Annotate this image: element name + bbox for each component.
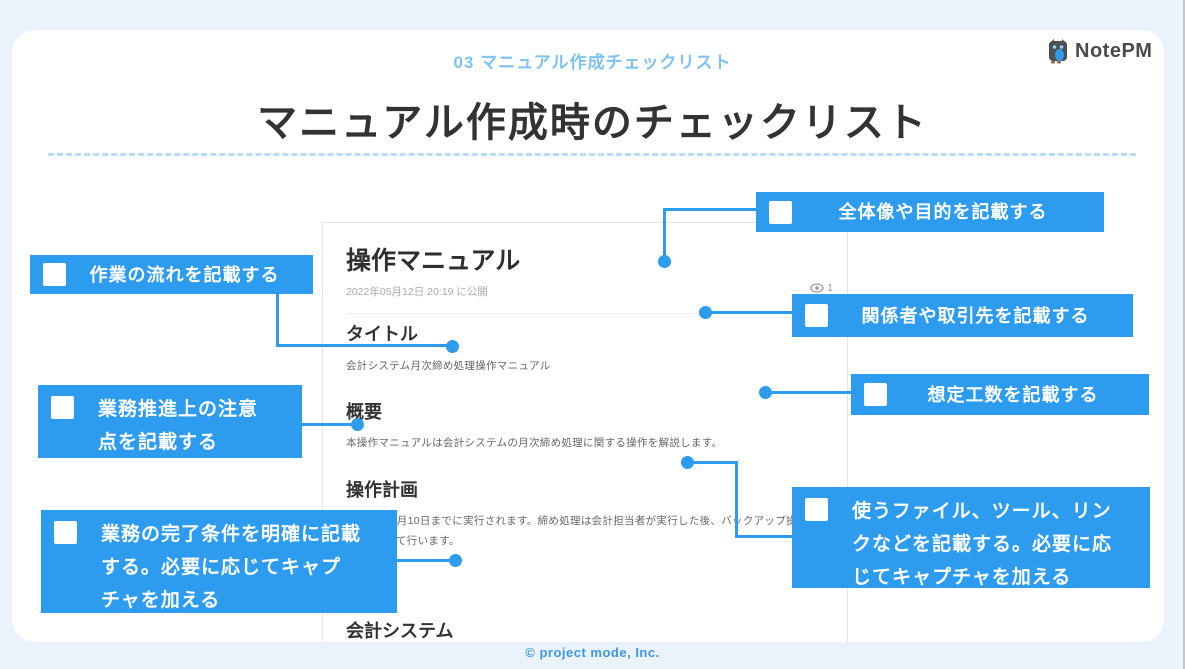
slide-kicker: 03 マニュアル作成チェックリスト (453, 53, 732, 72)
document-title: 操作マニュアル (346, 247, 521, 275)
section-heading-plan: 操作計画 (346, 480, 418, 500)
callout-overview-purpose: 全体像や目的を記載する (756, 192, 1104, 232)
brand-name: NotePM (1075, 39, 1153, 62)
connector-line (276, 293, 279, 346)
copyright-footer: © project mode, Inc. (525, 645, 660, 660)
callout-work-flow: 作業の流れを記載する (30, 255, 313, 294)
connector-dot (658, 255, 671, 268)
callout-stakeholders: 関係者や取引先を記載する (792, 294, 1133, 337)
window-edge (1183, 0, 1185, 669)
document-divider (346, 313, 838, 314)
checkbox-icon[interactable] (805, 304, 828, 327)
connector-dot (681, 456, 694, 469)
callout-files-tools-links: 使うファイル、ツール、リン クなどを記載する。必要に応 じてキャプチャを加える (792, 487, 1150, 588)
connector-line (663, 208, 758, 211)
callout-label-line: クなどを記載する。必要に応 (852, 534, 1113, 555)
callout-label-line: する。必要に応じてキャプ (101, 557, 342, 578)
connector-dot (351, 418, 364, 431)
callout-label-line: 業務の完了条件を明確に記載 (101, 524, 362, 545)
callout-label-line: 使うファイル、ツール、リン (852, 501, 1112, 522)
connector-line (663, 208, 666, 258)
connector-line (300, 423, 357, 426)
checkbox-icon[interactable] (54, 521, 77, 544)
section-heading-overview: 概要 (346, 402, 382, 422)
views-count: 1 (827, 282, 833, 294)
connector-dot (759, 386, 772, 399)
callout-completion-conditions: 業務の完了条件を明確に記載 する。必要に応じてキャプ チャを加える (41, 510, 397, 613)
callout-label-line: チャを加える (101, 590, 221, 611)
notepm-logo: NotePM (1046, 38, 1152, 64)
connector-line (735, 461, 738, 538)
connector-dot (699, 306, 712, 319)
callout-label: 関係者や取引先を記載する (861, 305, 1090, 326)
callout-estimated-workload: 想定工数を記載する (851, 374, 1149, 415)
connector-line (276, 344, 452, 347)
owl-icon (1046, 38, 1070, 64)
checkbox-icon[interactable] (864, 383, 887, 406)
page-title: マニュアル作成時のチェックリスト (257, 101, 928, 145)
connector-line (703, 311, 793, 314)
section-body-plan-line2: て行います。 (396, 535, 460, 547)
callout-label: 全体像や目的を記載する (838, 202, 1048, 222)
document-preview: 操作マニュアル 2022年05月12日 20:19 に公開 1 タイトル 会計シ… (322, 222, 848, 642)
section-body-overview: 本操作マニュアルは会計システムの月次締め処理に関する操作を解説します。 (346, 437, 723, 449)
connector-dot (446, 340, 459, 353)
callout-label: 想定工数を記載する (927, 384, 1099, 405)
section-body-plan-line1: 毎月10日までに実行されます。締め処理は会計担当者が実行した後、バックアップ操作… (386, 515, 819, 527)
title-divider (48, 153, 1136, 156)
eye-icon (810, 283, 824, 293)
callout-label: 作業の流れを記載する (89, 264, 280, 285)
connector-line (687, 461, 738, 464)
callout-label: 使うファイル、ツール、リン クなどを記載する。必要に応 じてキャプチャを加える (828, 487, 1150, 588)
callout-label-line: 業務推進上の注意 (98, 399, 259, 420)
section-body-title: 会計システム月次締め処理操作マニュアル (346, 360, 551, 372)
section-heading-title: タイトル (346, 324, 418, 344)
checkbox-icon[interactable] (769, 200, 792, 224)
callout-label-line: 点を記載する (98, 432, 219, 453)
checkbox-icon[interactable] (51, 396, 74, 419)
callout-label: 業務推進上の注意 点を記載する (74, 385, 302, 458)
checkbox-icon[interactable] (805, 498, 828, 521)
connector-line (735, 535, 793, 538)
document-views: 1 (810, 282, 833, 294)
callout-label-line: じてキャプチャを加える (852, 567, 1072, 588)
connector-line (395, 559, 455, 562)
callout-label: 業務の完了条件を明確に記載 する。必要に応じてキャプ チャを加える (77, 510, 397, 613)
document-published-date: 2022年05月12日 20:19 に公開 (346, 286, 488, 298)
checkbox-icon[interactable] (43, 263, 66, 286)
section-heading-accounting: 会計システム (346, 621, 454, 641)
connector-dot (449, 554, 462, 567)
connector-line (763, 391, 852, 394)
callout-caution-points: 業務推進上の注意 点を記載する (38, 385, 302, 458)
